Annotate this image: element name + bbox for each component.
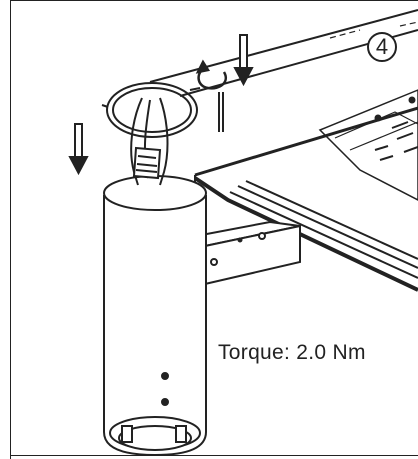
frame-border-left bbox=[10, 0, 11, 459]
canopy-ring bbox=[101, 82, 201, 138]
frame-border-bottom bbox=[10, 455, 418, 456]
mounting-screw bbox=[218, 92, 224, 132]
down-arrow-icon bbox=[233, 34, 254, 87]
torque-label: Torque: 2.0 Nm bbox=[218, 341, 366, 364]
down-arrow-icon bbox=[68, 123, 89, 176]
wire-harness bbox=[130, 97, 169, 186]
rotate-arrow-icon bbox=[195, 59, 227, 90]
cylinder-pendant bbox=[103, 175, 207, 457]
step-number-badge: 4 bbox=[367, 32, 397, 62]
ceiling-panel bbox=[149, 9, 418, 292]
frame-border-top bbox=[10, 0, 418, 1]
